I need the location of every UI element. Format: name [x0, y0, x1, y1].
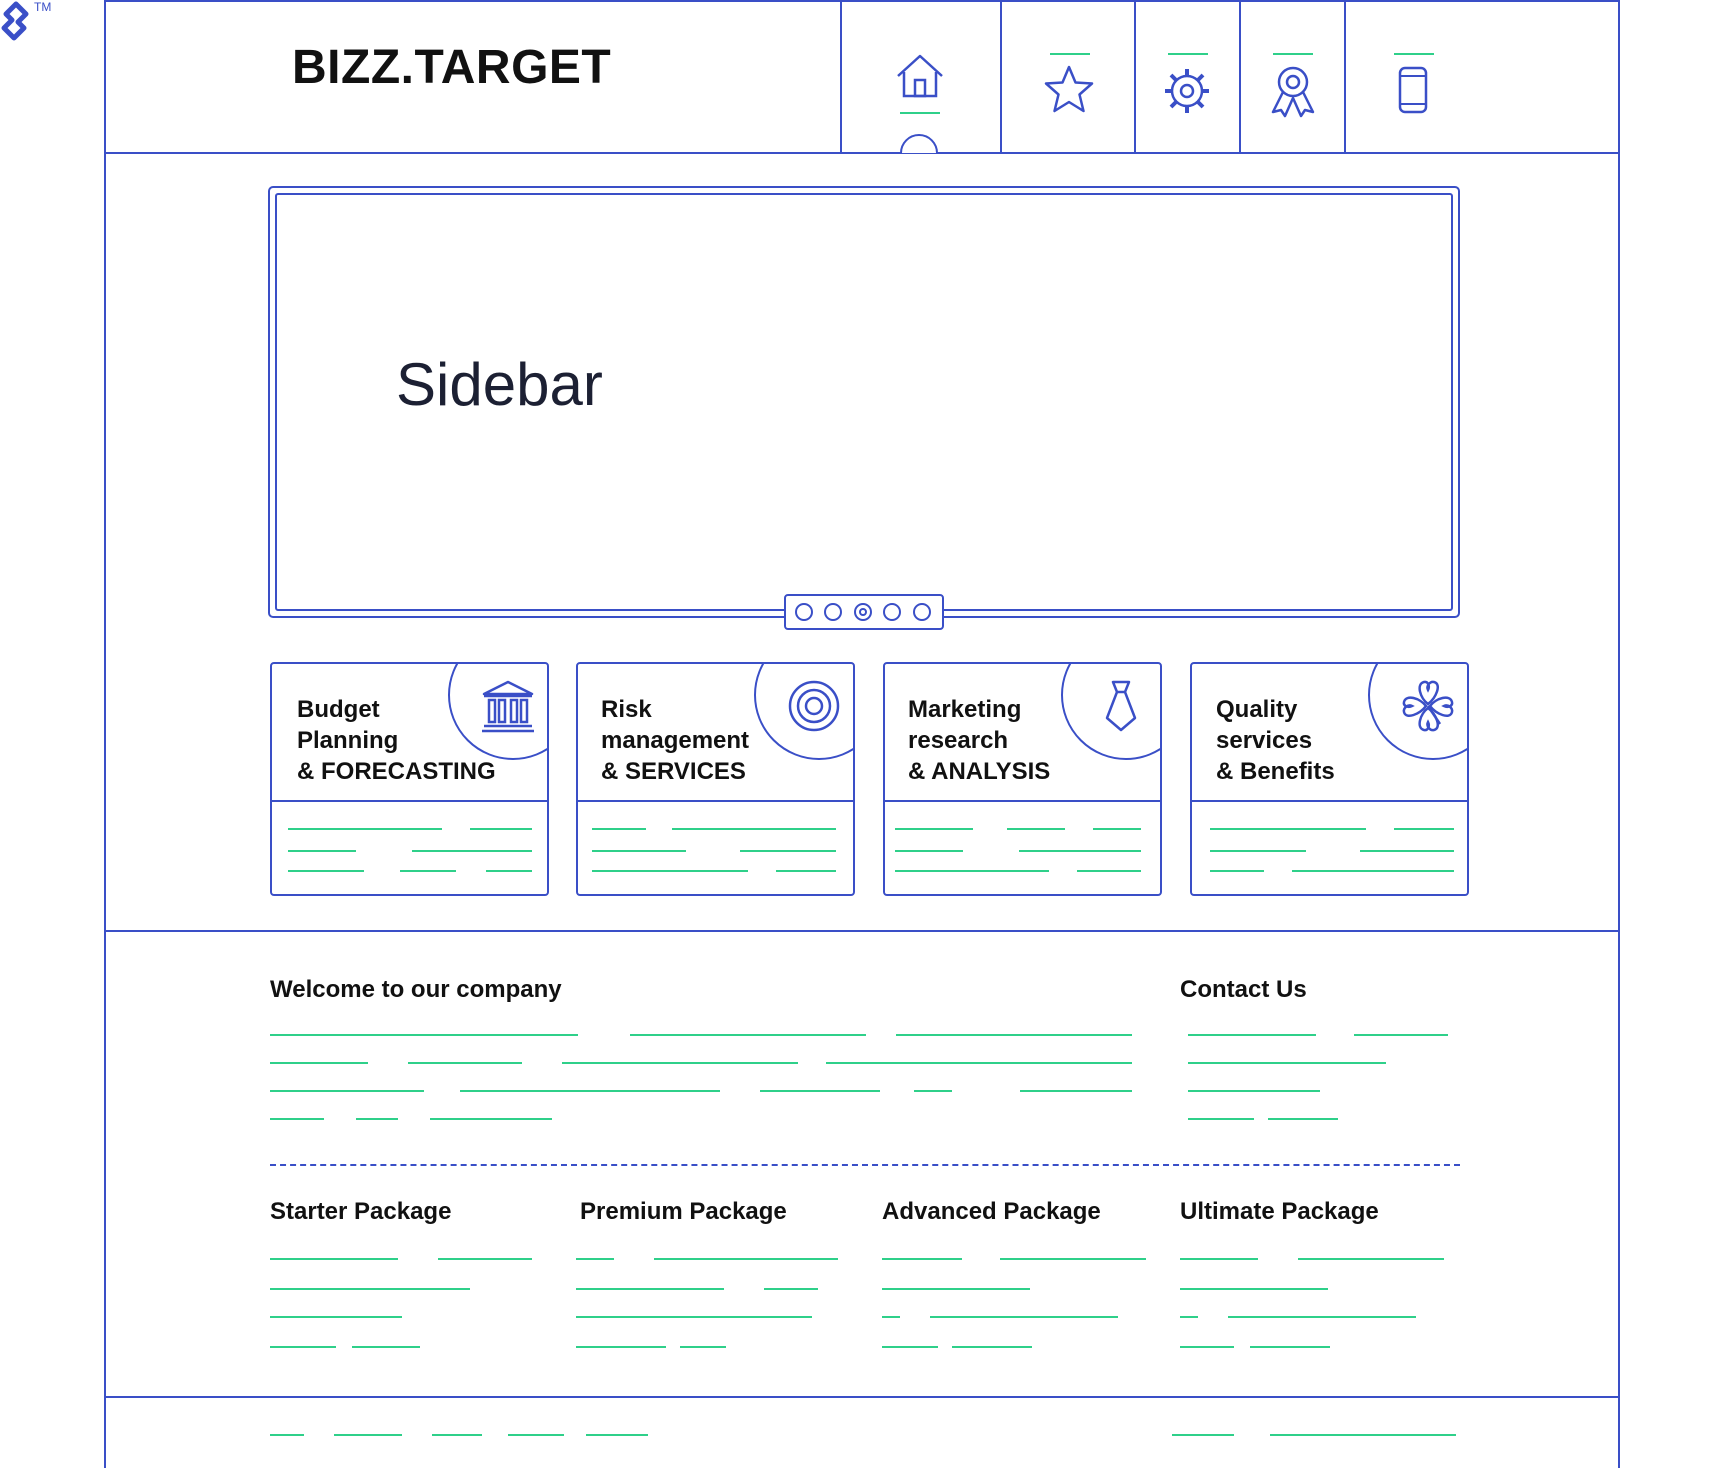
nav-item-phone[interactable] — [1346, 2, 1476, 152]
phone-icon — [1398, 66, 1428, 114]
header-bottom-border — [104, 0, 1620, 2]
package-heading-starter: Starter Package — [270, 1198, 452, 1225]
card-title: Quality services & Benefits — [1216, 694, 1335, 787]
tie-icon — [1105, 680, 1137, 732]
slider-pagination — [784, 594, 944, 630]
card-title-line: research — [908, 727, 1009, 754]
nav-divider — [1344, 0, 1346, 153]
card-title: Marketing research & ANALYSIS — [908, 694, 1050, 787]
home-icon — [897, 54, 943, 98]
nav-divider — [1000, 0, 1002, 153]
card-title-line: & ANALYSIS — [908, 758, 1051, 785]
card-title-line: Marketing — [908, 696, 1022, 723]
card-title-line: Risk — [601, 696, 652, 723]
nav-item-gear[interactable] — [1136, 2, 1239, 152]
nav-item-award[interactable] — [1241, 2, 1344, 152]
header-divider — [104, 152, 1620, 154]
dashed-divider — [270, 1164, 1460, 1166]
star-icon — [1044, 65, 1094, 113]
slider-caption: Sidebar — [396, 351, 603, 418]
card-title-line: Planning — [297, 727, 399, 754]
package-heading-premium: Premium Package — [580, 1198, 787, 1225]
slide-dot[interactable] — [883, 603, 901, 621]
slide-dot[interactable] — [795, 603, 813, 621]
site-logo[interactable]: BIZZ.TARGET — [292, 41, 612, 94]
card-title-line: & SERVICES — [601, 758, 746, 785]
welcome-heading: Welcome to our company — [270, 976, 562, 1003]
gear-icon — [1165, 69, 1209, 113]
card-title-line: & FORECASTING — [297, 758, 496, 785]
nav-item-home[interactable] — [842, 2, 1000, 152]
card-title-line: & Benefits — [1216, 758, 1335, 785]
card-divider — [272, 800, 547, 802]
award-icon — [1271, 66, 1315, 118]
target-icon — [788, 680, 840, 732]
footer-divider — [104, 1396, 1620, 1398]
card-title-line: Budget — [297, 696, 380, 723]
service-card-budget[interactable]: Budget Planning & FORECASTING — [270, 662, 549, 896]
package-heading-ultimate: Ultimate Package — [1180, 1198, 1379, 1225]
bank-icon — [482, 680, 534, 733]
clover-icon — [1402, 680, 1454, 732]
page-frame — [104, 0, 1620, 1468]
contact-heading: Contact Us — [1180, 976, 1307, 1003]
service-card-quality[interactable]: Quality services & Benefits — [1190, 662, 1469, 896]
card-divider — [885, 800, 1160, 802]
active-nav-indicator — [900, 134, 938, 153]
service-card-risk[interactable]: Risk management & SERVICES — [576, 662, 855, 896]
card-title-line: Quality — [1216, 696, 1298, 723]
card-title: Risk management & SERVICES — [601, 694, 749, 787]
slide-dot[interactable] — [913, 603, 931, 621]
package-heading-advanced: Advanced Package — [882, 1198, 1101, 1225]
brand-watermark-icon — [0, 0, 50, 50]
card-title-line: management — [601, 727, 750, 754]
trademark-symbol: TM — [34, 0, 52, 14]
card-divider — [1192, 800, 1467, 802]
nav-divider — [1134, 0, 1136, 153]
card-title: Budget Planning & FORECASTING — [297, 694, 496, 787]
card-title-line: services — [1216, 727, 1313, 754]
card-divider — [578, 800, 853, 802]
section-divider — [104, 930, 1620, 932]
nav-divider — [1239, 0, 1241, 153]
slide-dot[interactable] — [824, 603, 842, 621]
slide-dot-active[interactable] — [854, 603, 872, 621]
service-card-marketing[interactable]: Marketing research & ANALYSIS — [883, 662, 1162, 896]
nav-item-star[interactable] — [1002, 2, 1134, 152]
nav-divider — [840, 0, 842, 153]
